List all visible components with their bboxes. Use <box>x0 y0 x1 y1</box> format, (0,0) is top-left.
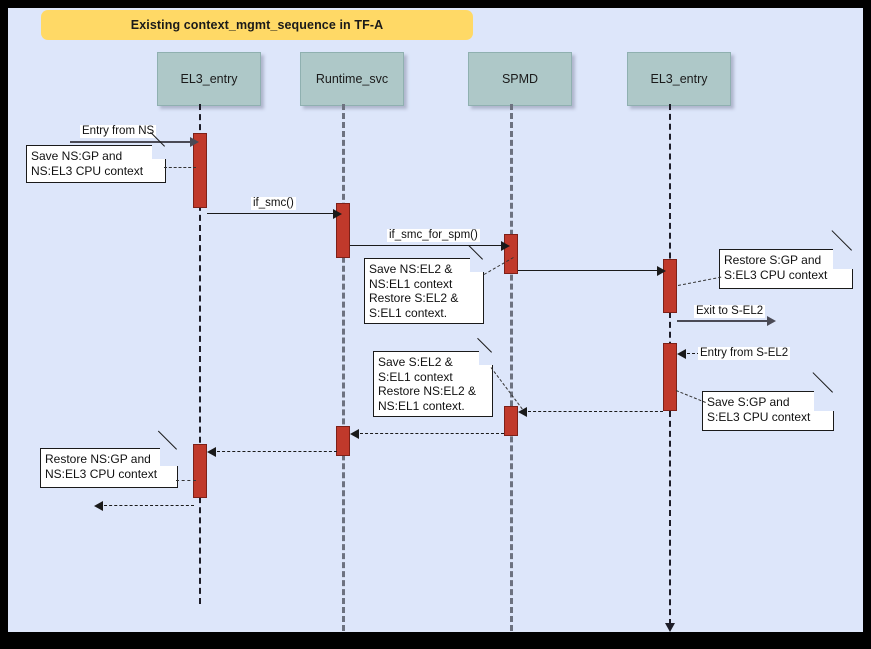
note-anchor-line <box>677 276 722 286</box>
note-fold-corner-icon <box>814 391 834 411</box>
note-restore-ns-gp: Restore NS:GP and NS:EL3 CPU context <box>40 430 178 488</box>
diagram-title-banner: Existing context_mgmt_sequence in TF-A <box>41 10 473 40</box>
activation-bar-el3-entry-right-1 <box>663 259 677 313</box>
note-fold-corner-icon <box>470 258 484 272</box>
lifeline-stem-runtime-svc <box>342 104 345 631</box>
message-label-entry-from-s-el2: Entry from S-EL2 <box>698 347 791 360</box>
message-line-runtime-svc-to-el3-entry-left <box>217 451 337 452</box>
message-line-exit-to-ns <box>104 505 194 506</box>
lifeline-head-spmd[interactable]: SPMD <box>468 52 572 106</box>
message-line-el3-entry-right-to-spmd <box>528 411 663 412</box>
message-line-if-smc <box>207 213 337 214</box>
note-restore-s-gp: Restore S:GP and S:EL3 CPU context <box>719 230 853 289</box>
note-save-s-gp: Save S:GP and S:EL3 CPU context <box>702 372 834 431</box>
message-arrowhead-icon <box>190 137 199 147</box>
note-fold-line <box>812 372 833 393</box>
message-label-if-smc: if_smc() <box>251 197 296 210</box>
message-line-spmd-to-runtime-svc <box>360 433 504 434</box>
message-arrowhead-icon <box>518 407 527 417</box>
lifeline-head-el3-entry-right[interactable]: EL3_entry <box>627 52 731 106</box>
page-title: Existing context_mgmt_sequence in TF-A <box>130 18 384 32</box>
lifeline-end-arrow-icon <box>665 623 675 632</box>
message-arrowhead-icon <box>333 209 342 219</box>
diagram-canvas: Existing context_mgmt_sequence in TF-A E… <box>8 8 863 632</box>
message-line-exit-to-s-el2 <box>677 320 769 322</box>
note-text: Save S:GP and S:EL3 CPU context <box>707 395 811 424</box>
activation-bar-el3-entry-left-2 <box>193 444 207 498</box>
activation-bar-spmd-2 <box>504 406 518 436</box>
note-text: Save NS:EL2 & NS:EL1 context Restore S:E… <box>369 262 459 320</box>
message-arrowhead-icon <box>501 241 510 251</box>
note-text: Save NS:GP and NS:EL3 CPU context <box>31 149 144 178</box>
lifeline-label: Runtime_svc <box>315 72 389 86</box>
note-anchor-line <box>176 480 196 481</box>
note-fold-corner-icon <box>160 448 178 466</box>
message-arrowhead-icon <box>677 349 686 359</box>
note-fold-corner-icon <box>152 145 166 159</box>
lifeline-stem-el3-entry-left <box>199 104 201 604</box>
lifeline-stem-spmd <box>510 104 513 631</box>
lifeline-label: SPMD <box>501 72 539 86</box>
note-text: Save S:EL2 & S:EL1 context Restore NS:EL… <box>378 355 477 413</box>
message-arrowhead-icon <box>94 501 103 511</box>
note-fold-corner-icon <box>479 351 493 365</box>
note-anchor-line <box>164 167 196 168</box>
message-arrowhead-icon <box>767 316 776 326</box>
message-label-entry-from-ns: Entry from NS <box>80 125 157 138</box>
message-label-if-smc-for-spm: if_smc_for_spm() <box>387 229 480 242</box>
message-arrowhead-icon <box>207 447 216 457</box>
note-anchor-line <box>490 367 523 410</box>
message-line-spmd-to-el3-entry-right <box>518 270 661 271</box>
lifeline-label: EL3_entry <box>180 72 238 86</box>
note-save-ns-el2: Save NS:EL2 & NS:EL1 context Restore S:E… <box>364 244 484 324</box>
note-text: Restore S:GP and S:EL3 CPU context <box>724 253 828 282</box>
activation-bar-spmd-1 <box>504 234 518 274</box>
lifeline-label: EL3_entry <box>650 72 708 86</box>
note-text: Restore NS:GP and NS:EL3 CPU context <box>45 452 158 481</box>
note-fold-corner-icon <box>833 249 853 269</box>
activation-bar-el3-entry-right-2 <box>663 343 677 411</box>
note-save-ns-gp: Save NS:GP and NS:EL3 CPU context <box>26 131 166 183</box>
lifeline-head-runtime-svc[interactable]: Runtime_svc <box>300 52 404 106</box>
activation-bar-runtime-svc-2 <box>336 426 350 456</box>
lifeline-head-el3-entry-left[interactable]: EL3_entry <box>157 52 261 106</box>
note-save-s-el2: Save S:EL2 & S:EL1 context Restore NS:EL… <box>373 337 493 417</box>
message-arrowhead-icon <box>657 266 666 276</box>
message-arrowhead-icon <box>350 429 359 439</box>
message-line-entry-from-ns <box>70 141 192 143</box>
message-label-exit-to-s-el2: Exit to S-EL2 <box>694 305 766 318</box>
note-fold-line <box>831 230 852 251</box>
note-fold-line <box>157 430 177 450</box>
message-line-if-smc-for-spm <box>350 245 505 246</box>
activation-bar-el3-entry-left-1 <box>193 133 207 208</box>
